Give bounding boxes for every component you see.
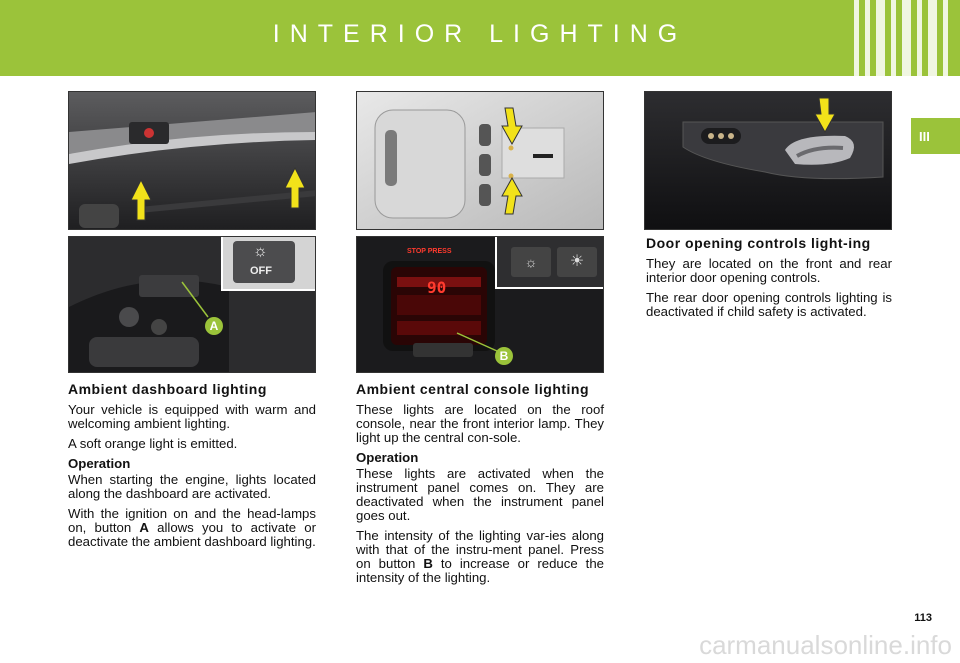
inset-button-a: ☼ OFF bbox=[221, 237, 315, 291]
paragraph: They are located on the front and rear i… bbox=[646, 256, 892, 285]
arrow-up-icon bbox=[501, 176, 523, 215]
page-title: INTERIOR LIGHTING bbox=[272, 20, 688, 48]
inset-button-b: ☼ ☀ bbox=[495, 237, 603, 289]
arrow-down-icon bbox=[814, 97, 836, 134]
paragraph: The rear door opening controls lighting … bbox=[646, 290, 892, 319]
chapter-tab[interactable]: III bbox=[911, 118, 960, 154]
page-number: 113 bbox=[914, 612, 932, 624]
section-ambient-dashboard: Ambient dashboard lighting Your vehicle … bbox=[68, 382, 316, 555]
paragraph: These lights are located on the roof con… bbox=[356, 402, 604, 445]
dim-icon: ☼ bbox=[511, 247, 551, 277]
section-heading: Door opening controls light-ing bbox=[646, 235, 871, 251]
paragraph: These lights are activated when the inst… bbox=[356, 466, 604, 523]
section-heading: Ambient dashboard lighting bbox=[68, 381, 267, 397]
subheading: Operation bbox=[356, 450, 419, 465]
paragraph: When starting the engine, lights located… bbox=[68, 472, 316, 501]
paragraph: The intensity of the lighting var-ies al… bbox=[356, 528, 604, 585]
photo-door-handle bbox=[644, 91, 892, 230]
arrow-up-icon bbox=[284, 166, 306, 209]
photo-roof-console bbox=[356, 91, 604, 230]
paragraph: With the ignition on and the head-lamps … bbox=[68, 506, 317, 549]
photo-instrument-panel: STOP PRESS 90 ☼ ☀ B bbox=[356, 236, 604, 373]
watermark: carmanualsonline.info bbox=[699, 630, 952, 660]
callout-b: B bbox=[495, 347, 513, 365]
light-icon: ☼ bbox=[253, 243, 268, 260]
off-label: OFF bbox=[250, 265, 272, 277]
display-readout: 90 bbox=[427, 278, 447, 297]
header-band: INTERIOR LIGHTING bbox=[0, 0, 960, 76]
section-door-controls: Door opening controls light-ing They are… bbox=[646, 236, 892, 325]
button-ref-a: A bbox=[139, 520, 149, 535]
paragraph: Your vehicle is equipped with warm and w… bbox=[68, 402, 316, 431]
subheading: Operation bbox=[68, 456, 131, 471]
callout-a: A bbox=[205, 317, 223, 335]
display-banner: STOP PRESS bbox=[407, 248, 452, 255]
button-ref-b: B bbox=[423, 556, 433, 571]
paragraph: A soft orange light is emitted. bbox=[68, 436, 238, 451]
bright-icon: ☀ bbox=[557, 247, 597, 277]
arrow-up-icon bbox=[130, 178, 152, 221]
section-ambient-console: Ambient central console lighting These l… bbox=[356, 382, 604, 591]
section-heading: Ambient central console lighting bbox=[356, 381, 590, 397]
photo-dashboard bbox=[68, 91, 316, 230]
photo-dashboard-control: ☼ OFF A bbox=[68, 236, 316, 373]
header-stripes bbox=[854, 0, 948, 76]
arrow-down-icon bbox=[501, 107, 523, 146]
